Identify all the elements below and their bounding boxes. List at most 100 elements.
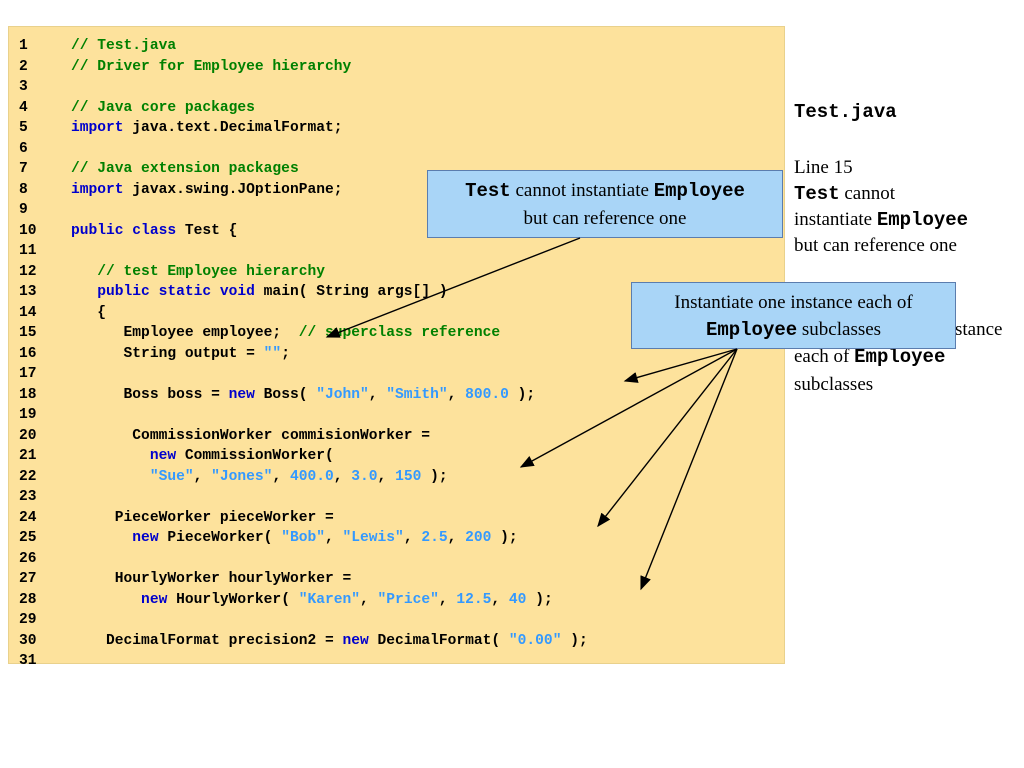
code-token: "Bob" xyxy=(281,530,325,546)
side-note-instantiate-text: instantiate xyxy=(794,209,877,230)
code-text: // test Employee hierarchy xyxy=(71,262,325,282)
code-token: , xyxy=(324,530,343,546)
code-token: // Java core packages xyxy=(71,99,255,116)
callout-instantiate: Instantiate one instance each of Employe… xyxy=(631,282,956,349)
line-number: 11 xyxy=(19,243,37,259)
line-number: 31 xyxy=(19,653,37,669)
line-number: 14 xyxy=(19,304,37,321)
line-number: 2 xyxy=(19,58,28,75)
code-token: HourlyWorker( xyxy=(167,591,299,608)
code-token: , xyxy=(272,468,290,485)
code-text: public static void main( String args[] ) xyxy=(71,282,447,302)
code-token: DecimalFormat( xyxy=(368,632,509,649)
code-token: , xyxy=(447,386,466,403)
code-token: 40 xyxy=(508,591,527,608)
side-note-employee-word: Employee xyxy=(876,209,969,231)
code-token: new xyxy=(71,448,177,464)
code-text: "Sue", "Jones", 400.0, 3.0, 150 ); xyxy=(71,467,448,487)
side-note-employee-word-2: Employee xyxy=(854,346,946,368)
code-text: // Driver for Employee hierarchy xyxy=(71,57,351,77)
code-token: "0.00" xyxy=(508,632,562,649)
code-text: new PieceWorker( "Bob", "Lewis", 2.5, 20… xyxy=(71,528,518,548)
code-token: 2.5 xyxy=(421,530,448,546)
code-token: "" xyxy=(263,345,282,362)
code-text: import java.text.DecimalFormat; xyxy=(71,118,343,138)
code-token: CommissionWorker( xyxy=(176,448,334,464)
code-text: DecimalFormat precision2 = new DecimalFo… xyxy=(71,631,588,651)
code-token: PieceWorker pieceWorker = xyxy=(71,509,334,526)
code-token: import xyxy=(71,120,124,136)
side-note-reference-text: but can reference one xyxy=(794,235,957,256)
code-token: ; xyxy=(281,345,290,362)
side-note-subclasses-text: subclasses xyxy=(794,374,874,395)
callout-instantiate-employee-word: Employee xyxy=(705,319,798,341)
code-token: 12.5 xyxy=(456,591,492,608)
code-text: import javax.swing.JOptionPane; xyxy=(71,180,343,200)
line-number: 20 xyxy=(19,427,37,444)
code-text: public class Test { xyxy=(71,221,237,241)
code-text: HourlyWorker hourlyWorker = xyxy=(71,569,351,589)
line-number: 23 xyxy=(19,489,37,505)
code-token: String output = xyxy=(71,345,264,362)
line-number: 17 xyxy=(19,366,37,382)
code-text: Boss boss = new Boss( "John", "Smith", 8… xyxy=(71,385,536,405)
code-token: , xyxy=(403,530,422,546)
line-number: 26 xyxy=(19,550,37,567)
code-token: 400.0 xyxy=(289,468,334,485)
code-token: "Price" xyxy=(377,591,439,608)
line-number: 25 xyxy=(19,530,37,546)
code-token: // Java extension packages xyxy=(71,161,299,177)
callout-instantiate-first-line: Instantiate one instance each of xyxy=(674,292,913,313)
line-number: 4 xyxy=(19,99,28,116)
code-token: , xyxy=(447,530,466,546)
line-number: 29 xyxy=(19,612,37,628)
code-token: // superclass reference xyxy=(298,325,501,341)
line-number: 12 xyxy=(19,263,37,280)
code-token: Boss( xyxy=(254,386,317,403)
code-token: new xyxy=(228,386,255,403)
code-token: 3.0 xyxy=(351,468,378,485)
code-token: ); xyxy=(421,468,448,485)
callout-instantiate-second-line: Employee subclasses xyxy=(632,316,955,344)
line-number: 5 xyxy=(19,120,28,136)
code-token: ); xyxy=(561,632,588,649)
line-number: 15 xyxy=(19,325,37,341)
code-token: import xyxy=(71,181,124,198)
callout-reference-second-line: but can reference one xyxy=(523,208,687,229)
code-token: new xyxy=(71,530,159,546)
code-token: // test Employee hierarchy xyxy=(71,263,325,280)
line-number: 27 xyxy=(19,571,37,587)
side-note-stance-text: stance xyxy=(955,319,1003,340)
line-number: 13 xyxy=(19,284,37,300)
code-token: , xyxy=(368,386,387,403)
code-token: new xyxy=(71,591,168,608)
side-note-title: Test.java xyxy=(794,101,897,123)
code-token: ); xyxy=(491,530,518,546)
code-text: { xyxy=(71,303,106,323)
code-token: , xyxy=(333,468,352,485)
side-note-each-of-employee: each of Employee xyxy=(794,344,945,370)
code-token: , xyxy=(360,591,378,608)
code-token: new xyxy=(342,632,369,649)
line-number: 19 xyxy=(19,407,37,423)
line-number: 3 xyxy=(19,79,28,95)
code-token: "John" xyxy=(316,386,369,403)
line-number: 10 xyxy=(19,222,37,239)
code-token: // Driver for Employee hierarchy xyxy=(71,58,352,75)
callout-test-word: Test xyxy=(465,180,511,202)
code-token: "Karen" xyxy=(298,591,361,608)
line-number: 1 xyxy=(19,38,28,54)
line-number: 8 xyxy=(19,181,28,198)
code-token: 200 xyxy=(465,530,492,546)
code-text: Employee employee; // superclass referen… xyxy=(71,323,501,343)
code-text: // Java core packages xyxy=(71,98,255,118)
code-token: ); xyxy=(526,591,553,608)
code-token: java.text.DecimalFormat; xyxy=(123,120,343,136)
callout-employee-word: Employee xyxy=(653,180,745,202)
code-text: CommissionWorker commisionWorker = xyxy=(71,426,430,446)
code-token: , xyxy=(438,591,457,608)
code-token: Boss boss = xyxy=(71,386,229,403)
callout-reference-first-line: Test cannot instantiate Employee xyxy=(428,177,782,205)
code-text: new CommissionWorker( xyxy=(71,446,334,466)
